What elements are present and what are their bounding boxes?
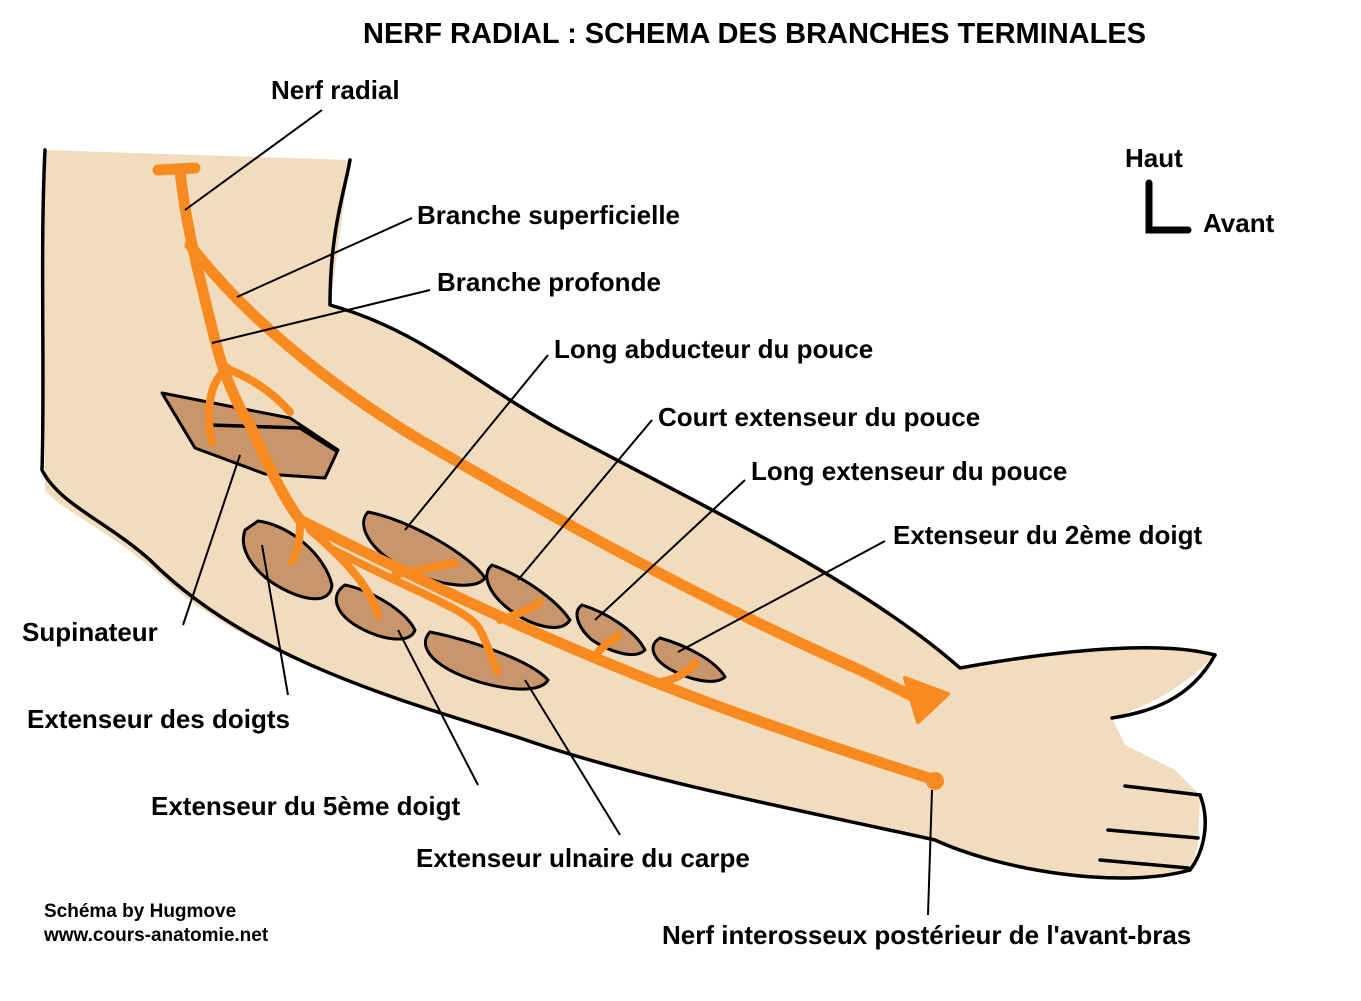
- finger-crease-2: [1106, 828, 1200, 840]
- court-extenseur-muscle: [485, 563, 572, 629]
- supinateur-branch-b: [226, 366, 294, 416]
- label-extenseur-doigts: Extenseur des doigts: [27, 704, 290, 734]
- label-branche-superficielle: Branche superficielle: [417, 200, 680, 230]
- label-nerf-radial: Nerf radial: [271, 75, 400, 105]
- leader-branche-profonde: [211, 289, 431, 344]
- label-extenseur-ulnaire: Extenseur ulnaire du carpe: [416, 843, 750, 873]
- muscles: [160, 391, 727, 691]
- page-title: NERF RADIAL : SCHEMA DES BRANCHES TERMIN…: [363, 18, 1146, 50]
- orientation-l-icon: [1145, 179, 1192, 234]
- label-long-extenseur: Long extenseur du pouce: [751, 456, 1067, 486]
- arm: [40, 148, 1217, 880]
- branch-long-abducteur: [391, 559, 459, 579]
- branche-superficielle-nerve: [184, 239, 926, 706]
- nerves: [152, 162, 950, 790]
- label-court-extenseur: Court extenseur du pouce: [658, 402, 980, 432]
- orientation-indicator: Haut Avant: [1125, 143, 1275, 238]
- label-extenseur-2eme: Extenseur du 2ème doigt: [893, 520, 1203, 550]
- branch-court-extenseur: [496, 598, 544, 624]
- leader-lines: [182, 109, 933, 916]
- orientation-forward-label: Avant: [1203, 208, 1275, 238]
- leader-court-extenseur: [517, 419, 653, 581]
- finger-crease-1: [1123, 784, 1202, 797]
- label-supinateur: Supinateur: [22, 617, 158, 647]
- arm-outline-bottom: [148, 558, 1192, 880]
- nerve-end-dot: [926, 772, 944, 790]
- supinateur-branch-a: [204, 364, 232, 446]
- label-extenseur-5eme: Extenseur du 5ème doigt: [151, 791, 461, 821]
- leader-nerf-interosseux: [927, 789, 933, 916]
- credit-site: www.cours-anatomie.net: [43, 925, 269, 946]
- label-long-abducteur: Long abducteur du pouce: [554, 334, 873, 364]
- nerve-top-bar: [152, 162, 201, 176]
- thumb-outline: [1110, 653, 1217, 720]
- credit-author: Schéma by Hugmove: [44, 901, 236, 922]
- branch-long-extenseur: [594, 632, 622, 656]
- leader-supinateur: [182, 454, 241, 626]
- label-branche-profonde: Branche profonde: [437, 267, 661, 297]
- label-nerf-interosseux: Nerf interosseux postérieur de l'avant-b…: [662, 920, 1191, 950]
- long-extenseur-muscle: [575, 603, 647, 656]
- leader-extenseur-ulnaire: [524, 679, 621, 836]
- leader-extenseur-5eme: [397, 629, 479, 786]
- branch-extenseur-2eme: [656, 659, 699, 686]
- orientation-up-label: Haut: [1125, 143, 1183, 173]
- leader-long-abducteur: [404, 354, 549, 531]
- branch-extenseur-ulnaire: [326, 544, 502, 676]
- supinateur-ridge: [208, 423, 337, 452]
- extenseur-2eme-muscle: [651, 636, 727, 683]
- leader-extenseur-doigts: [261, 544, 289, 696]
- leader-long-extenseur: [594, 479, 746, 621]
- branch-extenseur-5eme: [306, 526, 382, 619]
- arm-outline-top: [328, 158, 1217, 670]
- leader-nerf-radial: [184, 109, 323, 211]
- superficial-arrowhead: [903, 676, 950, 724]
- leader-branche-superficielle: [236, 217, 413, 298]
- arm-outline-elbow: [40, 148, 152, 562]
- leader-extenseur-2eme: [677, 540, 886, 653]
- finger-crease-3: [1098, 858, 1190, 870]
- branch-extenseur-doigts: [288, 521, 304, 566]
- hand-edge: [1188, 793, 1207, 872]
